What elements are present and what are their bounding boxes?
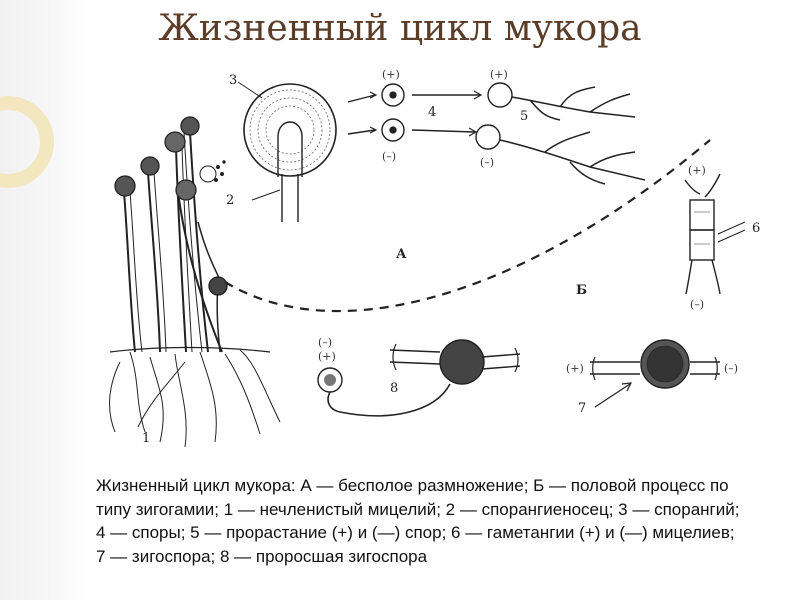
mycelium-illustration — [110, 117, 280, 447]
sign-plus-zyg: (+) — [566, 362, 584, 375]
label-1: 1 — [142, 431, 150, 446]
sign-plus-germ: (+) — [490, 68, 508, 81]
gametangia — [685, 174, 745, 294]
label-3: 3 — [229, 73, 237, 88]
sign-minus-spore: (–) — [382, 150, 396, 163]
spores — [348, 84, 481, 141]
label-7: 7 — [578, 401, 586, 416]
sign-plus-germzyg: (+) — [318, 350, 336, 363]
asexual-cycle-arc — [225, 140, 710, 311]
germinating-spores — [476, 83, 645, 184]
figure-caption: Жизненный цикл мукора: А — бесполое разм… — [96, 474, 746, 568]
sign-minus-germ: (–) — [480, 156, 494, 169]
label-4: 4 — [428, 105, 436, 120]
sign-plus-spore: (+) — [382, 68, 400, 81]
sign-minus-gam: (–) — [690, 298, 704, 311]
germinated-zygospore — [318, 340, 520, 416]
label-2: 2 — [226, 193, 234, 208]
page-title: Жизненный цикл мукора — [0, 8, 800, 49]
sign-minus-germzyg: (–) — [318, 336, 332, 349]
zygospore — [590, 340, 720, 407]
sign-minus-zyg: (–) — [724, 362, 738, 375]
sign-plus-gam: (+) — [688, 164, 706, 177]
label-6: 6 — [752, 221, 760, 236]
label-8: 8 — [390, 381, 398, 396]
slide-side-decoration — [0, 0, 92, 600]
label-b: Б — [576, 283, 587, 298]
mucor-life-cycle-diagram: 1 2 3 4 5 6 7 8 А Б (+) (–) (+) (–) (+) … — [90, 62, 780, 462]
label-5: 5 — [520, 109, 528, 124]
label-a: А — [396, 247, 407, 262]
sporangium-enlarged — [238, 82, 336, 222]
